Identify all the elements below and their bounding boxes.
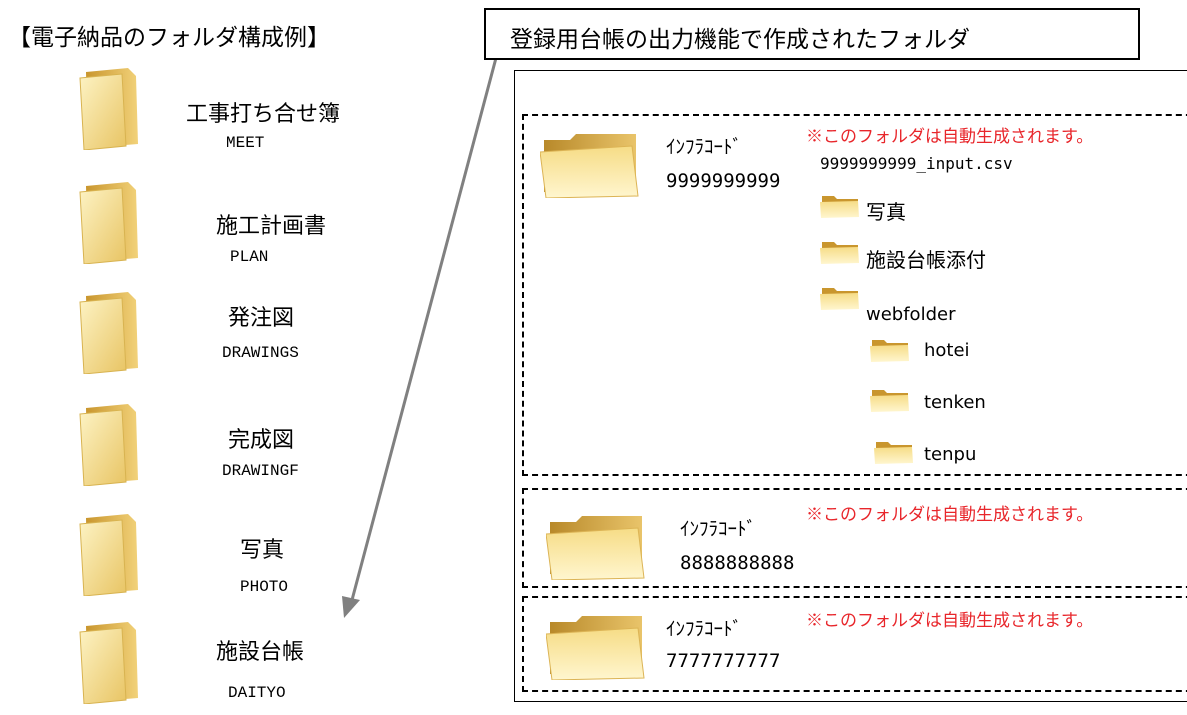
infra-code-value: 7777777777 [666, 650, 781, 672]
folder-group-9999999999 [522, 114, 1187, 476]
infra-code-label: ｲﾝﾌﾗｺｰﾄﾞ [666, 618, 743, 640]
right-panel-title-box: 登録用台帳の出力機能で作成されたフォルダ [484, 8, 1140, 60]
folder-icon [820, 194, 860, 218]
open-folder-icon [546, 514, 646, 580]
folder-label-drawings-jp: 発注図 [228, 306, 295, 331]
folder-icon [820, 286, 860, 310]
csv-file-name: 9999999999_input.csv [820, 154, 1013, 173]
folder-group-8888888888 [522, 488, 1187, 588]
subfolder-webfolder: webfolder [866, 304, 956, 325]
folder-label-daityo-en: DAITYO [228, 684, 286, 702]
auto-generated-note: ※このフォルダは自動生成されます。 [806, 611, 1094, 631]
folder-label-meet-en: MEET [226, 134, 265, 152]
folder-label-photo-en: PHOTO [240, 578, 289, 596]
folder-label-drawingf-jp: 完成図 [228, 428, 295, 453]
infra-code-label: ｲﾝﾌﾗｺｰﾄﾞ [666, 136, 743, 158]
folder-label-photo-jp: 写真 [240, 538, 285, 563]
folder-label-drawingf-en: DRAWINGF [222, 462, 299, 480]
open-folder-icon [546, 614, 646, 680]
folder-icon [870, 388, 910, 412]
subfolder-photo: 写真 [866, 200, 906, 224]
folder-label-daityo-jp: 施設台帳 [216, 640, 305, 665]
folder-group-7777777777 [522, 596, 1187, 692]
auto-generated-note: ※このフォルダは自動生成されます。 [806, 505, 1094, 525]
folder-icon [870, 338, 910, 362]
folder-icon [820, 240, 860, 264]
folder-label-plan-jp: 施工計画書 [216, 214, 327, 239]
infra-code-value: 9999999999 [666, 170, 781, 192]
web-subfolder-hotei: hotei [924, 340, 970, 361]
web-subfolder-tenken: tenken [924, 392, 986, 413]
subfolder-facility-attach: 施設台帳添付 [866, 248, 986, 272]
right-panel-title: 登録用台帳の出力機能で作成されたフォルダ [510, 27, 970, 53]
left-panel-title: 【電子納品のフォルダ構成例】 [8, 25, 330, 51]
open-folder-icon [540, 132, 640, 198]
infra-code-label: ｲﾝﾌﾗｺｰﾄﾞ [680, 518, 757, 540]
folder-label-drawings-en: DRAWINGS [222, 344, 299, 362]
folder-label-plan-en: PLAN [230, 248, 269, 266]
folder-label-meet-jp: 工事打ち合せ簿 [186, 102, 341, 127]
infra-code-value: 8888888888 [680, 552, 795, 574]
output-folder-frame [514, 70, 1187, 702]
auto-generated-note: ※このフォルダは自動生成されます。 [806, 127, 1094, 147]
folder-icon [874, 440, 914, 464]
web-subfolder-tenpu: tenpu [924, 444, 977, 465]
